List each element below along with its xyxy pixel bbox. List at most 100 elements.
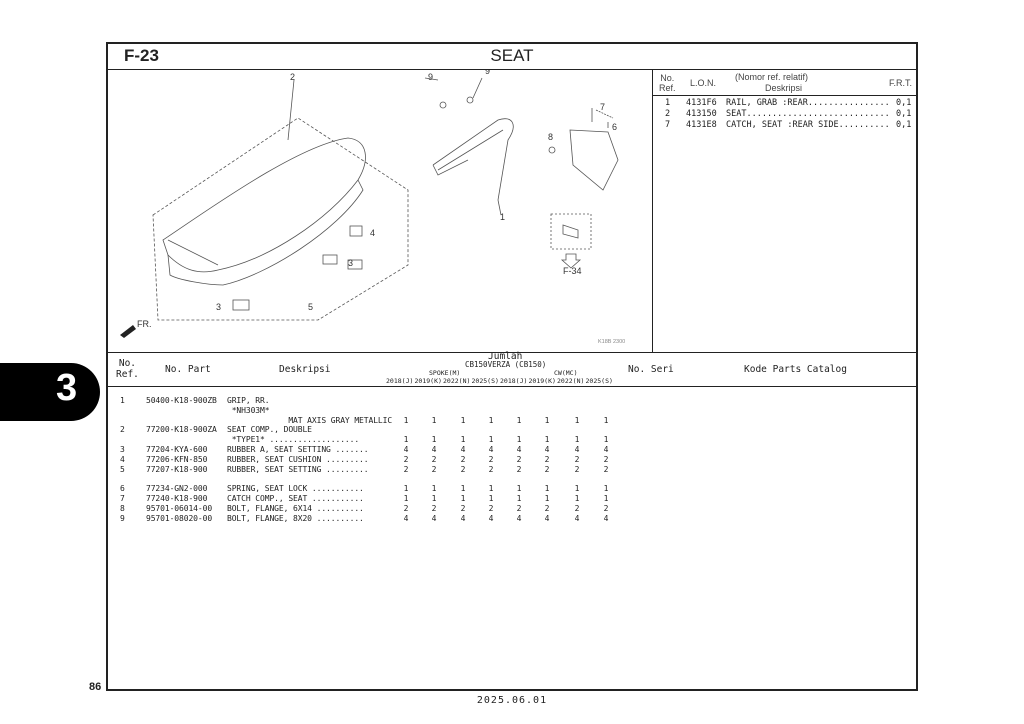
- row-quantity: 2: [460, 454, 466, 464]
- ref-frt: 0,1: [896, 120, 912, 130]
- row-quantity: 4: [431, 513, 437, 523]
- row-quantity: 4: [403, 445, 409, 454]
- table-row[interactable]: *NH303M*: [108, 406, 916, 416]
- year-column: 2022(N): [443, 377, 471, 385]
- row-quantity: 4: [488, 445, 494, 454]
- row-quantity: 1: [431, 415, 437, 425]
- seat-outline: [162, 137, 366, 273]
- callout-3b: 3: [216, 302, 221, 312]
- row-description: CATCH COMP., SEAT ...........: [227, 494, 364, 504]
- row-quantity: 1: [460, 494, 466, 504]
- ref-col-frt: F.R.T.: [889, 78, 913, 88]
- row-description: RUBBER, SEAT SETTING .........: [227, 464, 369, 474]
- table-row[interactable]: 7 77240-K18-900 CATCH COMP., SEAT ........…: [108, 494, 916, 504]
- ref-lon: 413150: [686, 109, 717, 119]
- callout-9: 9: [428, 72, 433, 82]
- col-serial: No. Seri: [628, 364, 674, 375]
- ref-desc: RAIL, GRAB :REAR................: [726, 98, 890, 108]
- row-description: BOLT, FLANGE, 8X20 ..........: [227, 513, 364, 523]
- row-quantity: 1: [460, 435, 466, 445]
- col-no-ref: No. Ref.: [116, 358, 139, 380]
- ref-no: 2: [665, 109, 671, 119]
- row-ref-no: 5: [120, 464, 125, 474]
- ref-col-no: No. Ref.: [659, 73, 676, 93]
- page-title: SEAT: [490, 46, 534, 65]
- row-quantity: 1: [574, 415, 580, 425]
- row-quantity: 2: [574, 454, 580, 464]
- row-quantity: 2: [603, 454, 609, 464]
- row-quantity: 4: [603, 513, 609, 523]
- row-ref-no: 6: [120, 484, 125, 494]
- row-quantity: 2: [603, 504, 609, 513]
- row-quantity: 2: [460, 464, 466, 474]
- row-quantity: 4: [516, 513, 522, 523]
- row-quantity: 1: [403, 435, 409, 445]
- row-quantity: 1: [516, 484, 522, 494]
- row-quantity: 2: [544, 464, 550, 474]
- exploded-diagram: FR. 1 2 3 3 4 5 6 7 8 9 9 F-34 K18B 2300: [108, 66, 653, 352]
- rubber-3a: [322, 254, 338, 265]
- section-tab[interactable]: [0, 363, 100, 421]
- row-quantity: 1: [574, 494, 580, 504]
- year-column: 2025(S): [585, 377, 613, 385]
- row-ref-no: 7: [120, 494, 125, 504]
- row-quantity: 1: [544, 494, 550, 504]
- ref-lon: 4131F6: [686, 98, 717, 108]
- row-quantity: 2: [403, 504, 409, 513]
- row-quantity: 1: [516, 494, 522, 504]
- year-column: 2018(J): [386, 377, 414, 385]
- ref-no: 7: [665, 120, 671, 130]
- row-part-no: 77240-K18-900: [146, 494, 208, 504]
- row-quantity: 4: [516, 445, 522, 454]
- year-column: 2019(K): [528, 377, 556, 385]
- model-name: CB150VERZA (CB150): [465, 360, 547, 369]
- rubber-3b: [232, 299, 250, 311]
- row-quantity: 2: [574, 464, 580, 474]
- figure-code: F-23: [124, 46, 159, 65]
- callout-7: 7: [600, 102, 605, 112]
- row-quantity: 1: [574, 435, 580, 445]
- row-description: BOLT, FLANGE, 6X14 ..........: [227, 504, 364, 513]
- row-quantity: 1: [460, 415, 466, 425]
- ref-page-link[interactable]: F-34: [563, 266, 582, 276]
- rubber-5: [347, 259, 363, 270]
- row-description: MAT AXIS GRAY METALLIC: [227, 415, 393, 425]
- row-ref-no: 1: [120, 396, 125, 405]
- callout-9b: 9: [485, 70, 490, 76]
- page-number: 86: [89, 681, 102, 693]
- row-quantity: 1: [603, 415, 609, 425]
- row-description: SEAT COMP., DOUBLE: [227, 425, 312, 435]
- row-quantity: 4: [488, 513, 494, 523]
- publish-date: 2025.06.01: [476, 695, 548, 706]
- row-ref-no: 9: [120, 513, 125, 523]
- row-quantity: 1: [431, 435, 437, 445]
- row-quantity: 4: [431, 445, 437, 454]
- image-code: K18B 2300: [598, 339, 625, 345]
- ref-col-lon: L.O.N.: [690, 78, 717, 88]
- row-quantity: 1: [460, 484, 466, 494]
- row-quantity: 1: [431, 484, 437, 494]
- row-description: RUBBER A, SEAT SETTING .......: [227, 445, 369, 454]
- row-description: RUBBER, SEAT CUSHION .........: [227, 454, 369, 464]
- callout-5: 5: [308, 302, 313, 312]
- row-quantity: 2: [403, 464, 409, 474]
- row-quantity: 1: [603, 435, 609, 445]
- row-part-no: 50400-K18-900ZB: [146, 396, 217, 405]
- row-quantity: 2: [431, 464, 437, 474]
- row-part-no: 77206-KFN-850: [146, 454, 208, 464]
- row-quantity: 1: [488, 494, 494, 504]
- row-quantity: 2: [431, 504, 437, 513]
- row-quantity: 2: [574, 504, 580, 513]
- col-description: Deskripsi: [279, 364, 331, 375]
